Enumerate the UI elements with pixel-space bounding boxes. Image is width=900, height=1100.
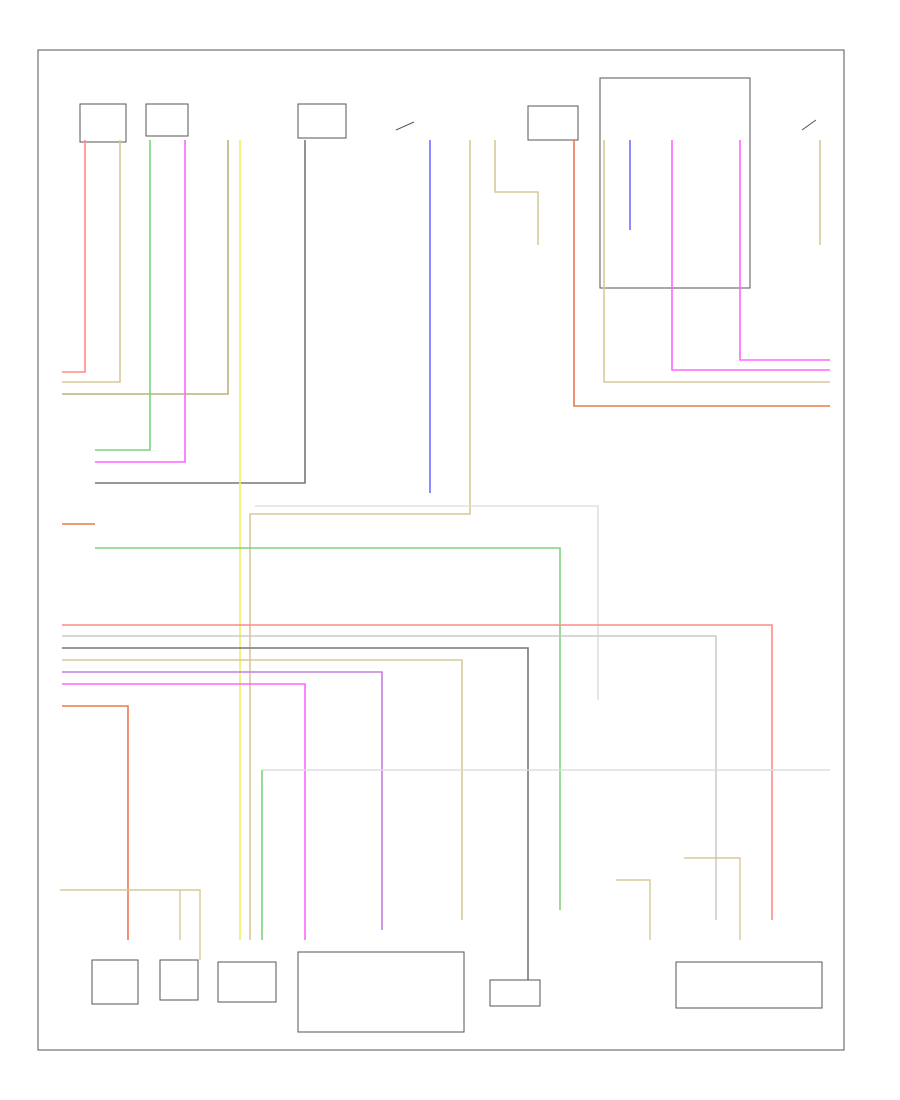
wire-pink-bus — [62, 624, 773, 920]
wire-magenta-1 — [95, 140, 186, 463]
wire-gray-1 — [95, 140, 306, 484]
bottom-components — [60, 857, 823, 1033]
wire-magenta-2 — [671, 140, 830, 371]
driver-lock-switch — [217, 961, 277, 1003]
wire-purple-bus — [62, 671, 383, 930]
rear-lock-actuator — [159, 959, 199, 1001]
passenger-door-ajar-switch — [801, 119, 817, 131]
middle-wires — [62, 624, 830, 980]
rh-lock-motor-switch — [527, 105, 579, 141]
wire-lightgray-bus — [62, 635, 717, 920]
lh-door-ajar-switch — [79, 103, 127, 143]
wire-olive-2 — [494, 140, 539, 245]
fuel-tank-switch — [145, 103, 189, 137]
wire-olive-1 — [62, 140, 229, 395]
door-switch-a — [297, 103, 347, 139]
driver-door-module — [91, 959, 139, 1005]
wire-orange-bus — [62, 705, 129, 940]
wire-tan-2 — [249, 140, 471, 940]
trunk-lid-switch — [395, 121, 415, 131]
bottom-harness — [60, 857, 741, 960]
diagram-frame — [37, 49, 845, 1051]
wire-magenta-3 — [739, 140, 830, 361]
upper-wires — [62, 140, 830, 940]
wire-pink-1 — [62, 140, 86, 373]
rear-lid-motor — [675, 961, 823, 1009]
wire-gray-bus — [62, 647, 529, 980]
wire-magenta-bus — [62, 683, 306, 940]
wire-light-1 — [255, 505, 599, 700]
wire-tan-4 — [603, 140, 830, 383]
wire-olive-bus — [62, 659, 463, 920]
passenger-switch-block — [599, 77, 751, 289]
wire-green-2 — [95, 547, 561, 910]
wire-tan-1 — [62, 140, 121, 383]
wire-green-1 — [95, 140, 151, 451]
wire-orange-2 — [573, 140, 830, 407]
top-components — [79, 77, 817, 289]
central-locking-control — [297, 951, 465, 1033]
neutral-ground-switch — [489, 979, 541, 1007]
